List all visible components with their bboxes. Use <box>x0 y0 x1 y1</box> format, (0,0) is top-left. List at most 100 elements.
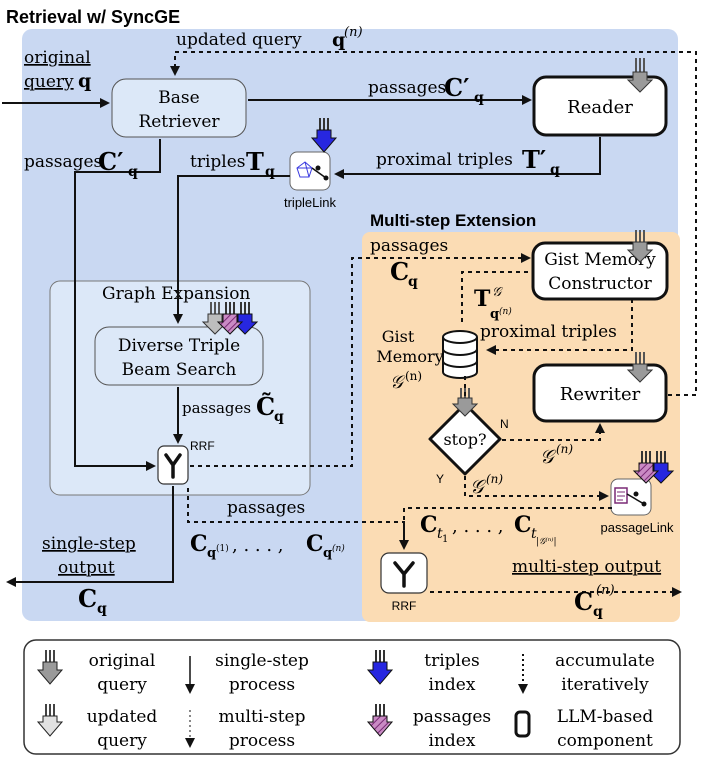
rewriter-label: Rewriter <box>560 384 641 405</box>
no-label: N <box>500 417 509 431</box>
seq-dots: , . . . , <box>232 535 284 556</box>
proximal-triples-label-top: proximal triples <box>376 150 513 170</box>
rrf-label-2: RRF <box>392 599 417 613</box>
original-query-label-1: original <box>24 48 91 68</box>
c-q-ms: C <box>390 257 409 286</box>
g-n-bottom: 𝒢 <box>470 476 487 498</box>
gist-constructor-label-1: Gist Memory <box>544 250 656 270</box>
c-q-n-output: C <box>574 587 593 616</box>
original-query-q: q <box>78 70 91 92</box>
query-arrow-icon <box>626 352 654 383</box>
solid-flow-lines <box>2 95 601 587</box>
diverse-triple-box <box>94 326 264 386</box>
legend-accumulate-1: accumulate <box>555 651 655 671</box>
triples-label: triples <box>190 152 246 172</box>
passages-label-bottom: passages <box>227 498 305 518</box>
t-g-sub-sup: (n) <box>499 306 512 317</box>
c-q-n-output-sub: q <box>593 604 603 620</box>
t-q-sub: q <box>265 164 275 180</box>
g-n-right-sup: (n) <box>556 442 573 456</box>
gist-memory-G: 𝒢 <box>390 372 406 393</box>
legend-gray-arrow-icon <box>36 650 64 685</box>
seq-cn-sup: (n) <box>332 543 345 554</box>
ct-1-subsub: 1 <box>442 534 448 545</box>
t-q-prime: T′ <box>522 145 546 174</box>
g-n-bottom-sup: (n) <box>486 472 503 486</box>
query-arrow-icon <box>201 302 229 335</box>
dashed-flow-lines <box>170 51 697 597</box>
c-q-output-sub: q <box>97 601 107 617</box>
c-q-n-output-sup: (n) <box>596 583 615 598</box>
ct-dots: , . . . , <box>452 516 504 537</box>
c-q-tilde-sub: q <box>274 409 284 425</box>
legend-updated-2: query <box>97 731 147 751</box>
updated-query-label: updated query <box>176 30 302 50</box>
passages-index-icon <box>632 451 660 484</box>
gist-memory-label-2: Memory <box>376 347 443 366</box>
original-query-label-2: query <box>24 72 74 92</box>
ct-1: C <box>420 512 438 538</box>
legend-accumulate-2: iteratively <box>561 675 649 695</box>
legend-multi-2: process <box>229 731 295 751</box>
multi-step-output-label: multi-step output <box>512 557 661 577</box>
gist-memory-database-icon <box>442 330 478 379</box>
reader-box <box>532 75 668 137</box>
updated-query-sup: (n) <box>344 25 363 40</box>
legend-original-2: query <box>97 675 147 695</box>
legend-updated-1: updated <box>87 707 158 727</box>
legend-rounded-rect-icon <box>514 710 531 738</box>
gist-constructor-label-2: Constructor <box>548 274 652 294</box>
gist-constructor-box <box>531 241 669 301</box>
legend-multi-1: multi-step <box>218 707 305 727</box>
graph-expansion-title: Graph Expansion <box>102 284 250 304</box>
diverse-triple-label-1: Diverse Triple <box>118 336 240 356</box>
c-q-prime-top: C′ <box>444 73 469 102</box>
c-q-ms-sub: q <box>408 274 418 290</box>
t-g-sub: q <box>490 307 499 322</box>
legend-light-gray-arrow-icon <box>36 704 64 737</box>
t-q: T <box>246 147 264 176</box>
rrf-label-1: RRF <box>190 439 215 453</box>
c-q-tilde: C̃ <box>256 392 275 421</box>
base-retriever-box <box>111 78 247 138</box>
base-retriever-label-1: Base <box>158 88 199 108</box>
legend-passages-1: passages <box>413 707 491 727</box>
triples-index-icon <box>647 451 675 484</box>
passages-label-graph: passages <box>182 399 251 417</box>
seq-c1-sub: q <box>207 546 216 561</box>
rewriter-box <box>532 363 668 423</box>
legend-llm-1: LLM-based <box>557 707 654 727</box>
legend-original-1: original <box>89 651 156 671</box>
t-g-sup: 𝒢 <box>492 285 504 300</box>
seq-cn: C <box>306 531 324 557</box>
passages-label-left: passages <box>24 152 102 172</box>
passages-index-icon <box>216 302 244 335</box>
g-n-right: 𝒢 <box>540 446 557 468</box>
legend-passages-2: index <box>429 731 476 751</box>
base-retriever-label-2: Retriever <box>138 112 220 132</box>
single-step-output-1: single-step <box>42 534 136 554</box>
c-q-output: C <box>78 584 97 613</box>
triplelink-graph-icon <box>296 161 313 178</box>
reader-label: Reader <box>567 97 633 118</box>
passages-label-ms: passages <box>370 236 448 256</box>
updated-query-q: q <box>332 29 345 51</box>
ct-end: C <box>514 512 532 538</box>
single-step-output-2: output <box>58 558 115 578</box>
legend-single-2: process <box>229 675 295 695</box>
merge-icon-2 <box>393 561 415 588</box>
gist-memory-sup: (n) <box>405 369 422 383</box>
legend-single-1: single-step <box>215 651 309 671</box>
gist-memory-label-1: Gist <box>382 327 415 346</box>
passages-label-top: passages <box>368 78 446 98</box>
stop-diamond <box>428 402 502 476</box>
seq-cn-sub: q <box>323 546 332 561</box>
query-arrow-icon <box>626 230 654 263</box>
main-title: Retrieval w/ SyncGE <box>6 7 180 27</box>
multistep-title: Multi-step Extension <box>370 211 536 230</box>
triples-index-icon <box>310 118 338 153</box>
legend-blue-arrow-icon <box>366 650 394 685</box>
c-q-prime-left: C′ <box>98 147 123 176</box>
legend-llm-2: component <box>557 731 653 751</box>
